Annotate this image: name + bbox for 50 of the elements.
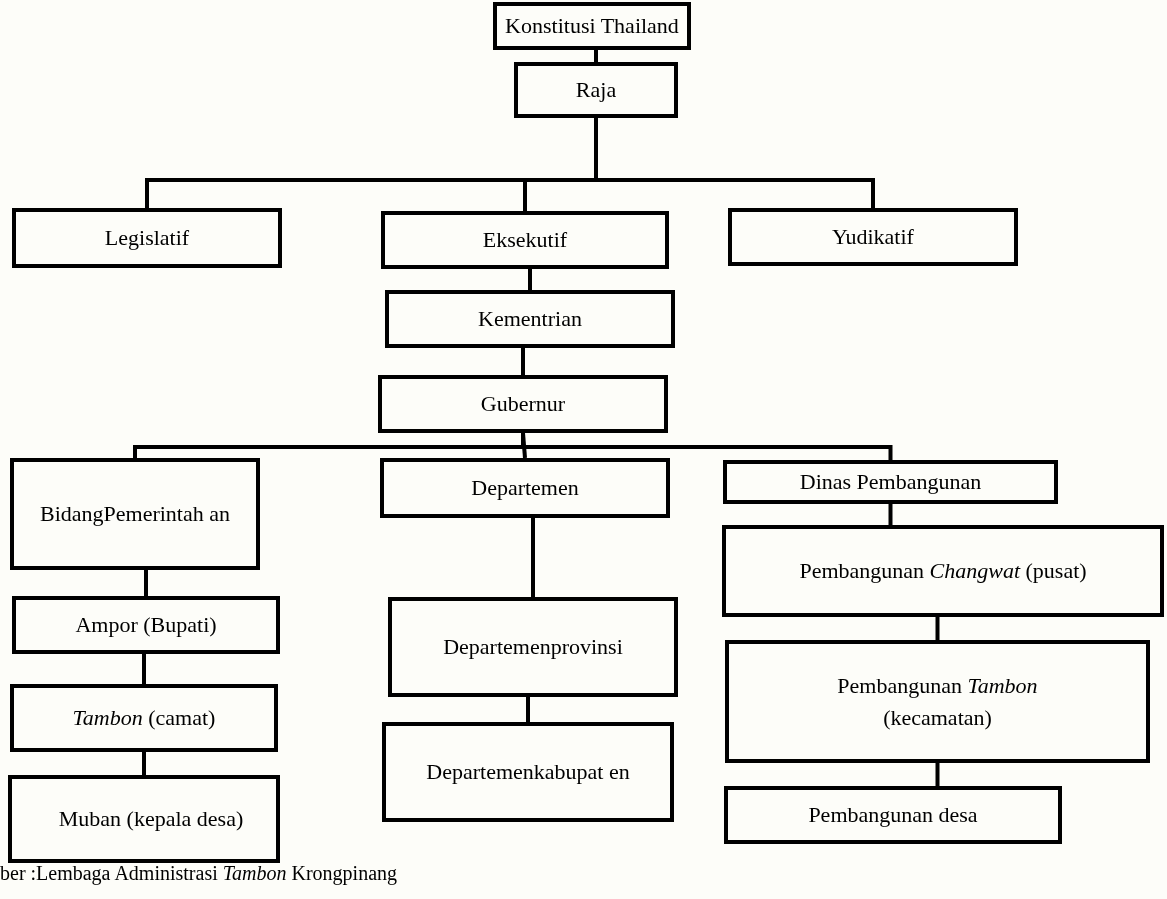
org-box	[382, 722, 674, 822]
org-box	[381, 211, 669, 269]
box-label: Departemenprovinsi	[443, 633, 623, 662]
connector-line	[521, 433, 893, 460]
source-note: ber :Lembaga Administrasi Tambon Krongpinang	[0, 862, 397, 885]
box-label: Departemenkabupat en	[426, 758, 630, 787]
connector-line	[144, 570, 148, 596]
connector-line	[531, 518, 535, 597]
box-label: Pembangunan Changwat (pusat)	[799, 557, 1087, 586]
org-box	[722, 525, 1164, 617]
org-box	[10, 458, 260, 570]
org-box	[514, 62, 678, 118]
org-box	[378, 375, 668, 433]
box-label: Kementrian	[478, 305, 582, 334]
connector-line	[528, 269, 532, 290]
box-label: Dinas Pembangunan	[799, 468, 982, 497]
box-label: Legislatif	[104, 224, 190, 253]
connector-line	[594, 50, 598, 62]
org-box	[493, 2, 691, 50]
connector-line	[521, 348, 525, 375]
box-label: Yudikatif	[832, 223, 914, 252]
box-label: Eksekutif	[482, 226, 568, 255]
org-box	[12, 596, 280, 654]
connector-line	[935, 763, 940, 786]
org-box	[380, 458, 670, 518]
org-box	[728, 208, 1018, 266]
box-label: Departemen	[471, 474, 579, 503]
connector-line	[142, 654, 146, 684]
box-label: Gubernur	[480, 390, 566, 419]
box-label: Konstitusi Thailand	[505, 12, 679, 41]
connector-line	[935, 617, 940, 640]
box-label: BidangPemerintah an	[40, 500, 230, 529]
org-box	[724, 786, 1062, 844]
box-label: Raja	[575, 76, 617, 105]
box-label: Pembangunan desa	[808, 801, 978, 830]
org-box	[725, 640, 1150, 763]
connector-line	[526, 697, 530, 722]
box-label: Tambon (camat)	[72, 704, 216, 733]
connector-line	[888, 504, 893, 525]
org-box	[8, 775, 280, 863]
box-label: Muban (kepala desa)	[57, 805, 244, 834]
box-label: Ampor (Bupati)	[75, 611, 217, 640]
org-box	[385, 290, 675, 348]
box-label: Pembangunan Tambon (kecamatan)	[836, 671, 1039, 732]
org-box	[388, 597, 678, 697]
connector-line	[142, 752, 146, 775]
connector-line	[594, 118, 875, 208]
org-box	[723, 460, 1058, 504]
org-box	[10, 684, 278, 752]
org-box	[12, 208, 282, 268]
